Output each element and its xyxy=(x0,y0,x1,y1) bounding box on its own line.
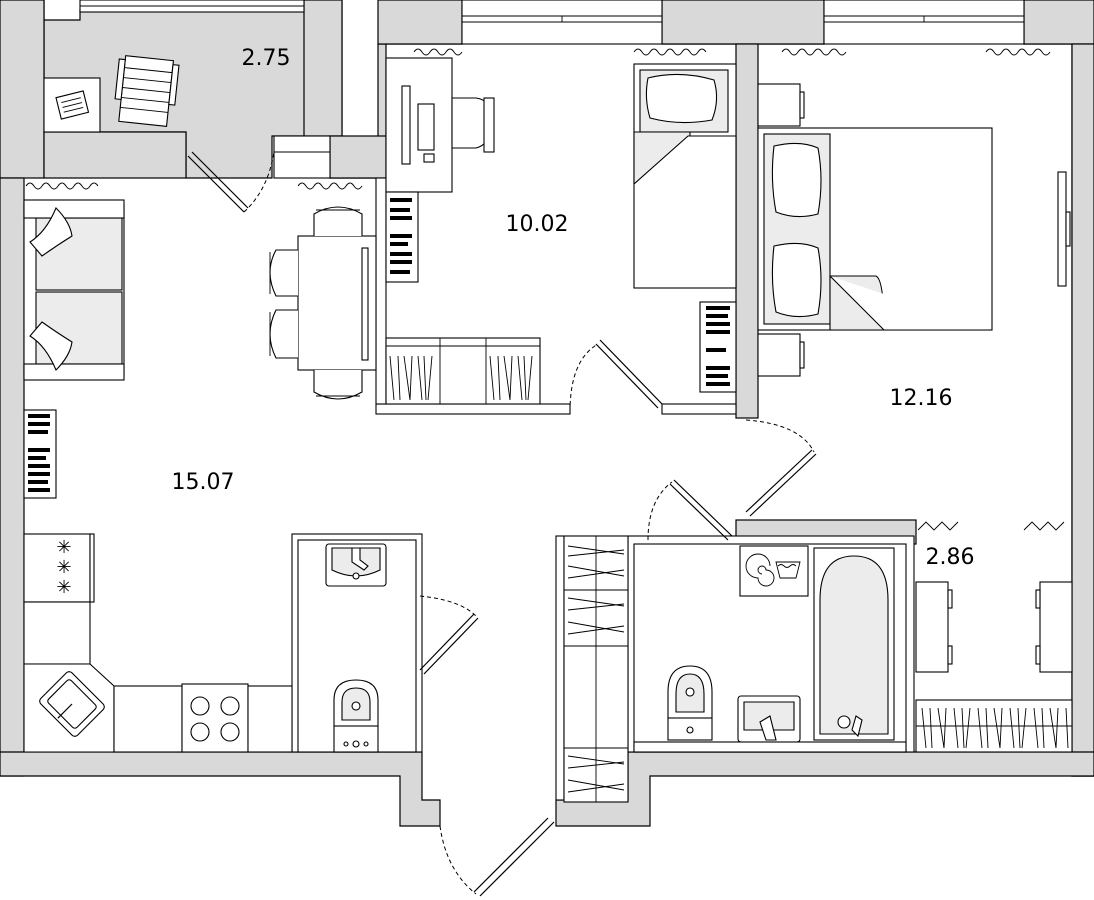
hall-furniture xyxy=(915,581,1073,753)
wall-loggia-right xyxy=(303,0,343,137)
door-loggia xyxy=(187,155,245,213)
curtain-icon xyxy=(917,521,959,531)
wall-bedroom-small-bottom-2 xyxy=(661,403,737,415)
curtain-icon xyxy=(297,182,363,190)
dresser-icon xyxy=(915,581,953,673)
curtain-icon xyxy=(1023,521,1065,531)
newspaper-icon xyxy=(55,90,90,120)
wall-left xyxy=(0,177,25,777)
curtain-icon xyxy=(781,48,847,56)
wardrobe-icon xyxy=(563,535,629,803)
dresser-icon xyxy=(1035,581,1073,673)
armchair-icon xyxy=(114,55,180,127)
door-bedroom-small xyxy=(595,343,659,409)
bookshelf-icon xyxy=(699,301,737,393)
area-label-bedroom-small: 10.02 xyxy=(506,212,569,237)
sofa-icon xyxy=(23,199,125,381)
bookshelf-icon xyxy=(385,191,419,283)
living-furniture: ✳ ✳ ✳ xyxy=(23,199,377,753)
bookshelf-icon xyxy=(23,409,57,499)
toilet-icon xyxy=(667,665,713,741)
wall-entry-left xyxy=(555,535,565,801)
wall-bedroom-partition xyxy=(735,43,759,419)
door-wc xyxy=(419,613,475,671)
svg-text:✳: ✳ xyxy=(56,577,71,598)
area-label-loggia: 2.75 xyxy=(242,46,291,71)
tv-icon xyxy=(1057,171,1071,287)
loggia-door-frame xyxy=(273,135,331,179)
door-bedroom-large xyxy=(745,449,813,513)
pillow-icon xyxy=(771,142,822,218)
pillow-icon xyxy=(29,207,73,257)
curtain-icon xyxy=(985,48,1051,56)
wall-bottom xyxy=(0,751,441,827)
bed-icon xyxy=(757,127,993,331)
wardrobe-icon xyxy=(385,337,541,405)
sink-icon xyxy=(325,543,387,587)
kitchen-counter: ✳ ✳ ✳ xyxy=(23,533,293,753)
computer-icon xyxy=(401,85,411,165)
wall-bedroom-small-left xyxy=(375,177,387,405)
kitchen-sink-icon xyxy=(39,671,105,737)
bathtub-icon xyxy=(813,547,895,741)
bathroom-furniture xyxy=(633,545,907,753)
loggia-furniture xyxy=(43,55,180,133)
door-bathroom xyxy=(669,483,729,541)
wall-loggia-bottom xyxy=(43,131,187,179)
bedroom-large-furniture xyxy=(757,83,1071,377)
wall-corner xyxy=(329,135,387,179)
nightstand xyxy=(757,83,801,127)
door-entry xyxy=(473,817,549,893)
desk-icon xyxy=(385,57,495,193)
toilet-icon xyxy=(333,679,379,753)
area-label-bedroom-large: 12.16 xyxy=(890,386,953,411)
pillow-icon xyxy=(645,73,718,124)
area-label-living-kitchen: 15.07 xyxy=(172,470,235,495)
chair-icon xyxy=(313,206,363,236)
wc-furniture xyxy=(325,543,387,753)
bed-icon xyxy=(633,63,737,289)
washing-machine-icon xyxy=(739,545,809,597)
wall-bedroom-small-bottom xyxy=(375,403,571,415)
chair-icon xyxy=(269,249,298,297)
bedroom-small-furniture xyxy=(385,57,737,405)
hob-icon: ✳ xyxy=(56,537,71,558)
wall-bottom-right xyxy=(555,751,1094,827)
chair-icon xyxy=(313,370,363,400)
area-labels: 2.75 10.02 12.16 15.07 2.86 xyxy=(172,46,975,570)
pillow-icon xyxy=(29,321,73,371)
curtain-icon xyxy=(633,48,707,56)
dining-table-icon xyxy=(269,206,377,400)
curtains xyxy=(25,48,1065,531)
sink-icon xyxy=(737,695,801,743)
wall-top-2 xyxy=(661,0,825,45)
wall-top-1 xyxy=(377,0,463,45)
doors xyxy=(187,151,817,897)
stove-icon xyxy=(181,683,249,753)
curtain-icon xyxy=(413,48,463,56)
area-label-hall: 2.86 xyxy=(926,545,975,570)
svg-text:✳: ✳ xyxy=(56,557,71,578)
chair-icon xyxy=(269,309,298,359)
wardrobe-icon xyxy=(915,699,1073,753)
nightstand xyxy=(757,333,801,377)
pillow-icon xyxy=(771,242,822,318)
wall-left-top xyxy=(0,0,45,179)
wall-right xyxy=(1071,43,1094,777)
curtain-icon xyxy=(25,182,99,190)
wall-top-3 xyxy=(1023,0,1094,45)
